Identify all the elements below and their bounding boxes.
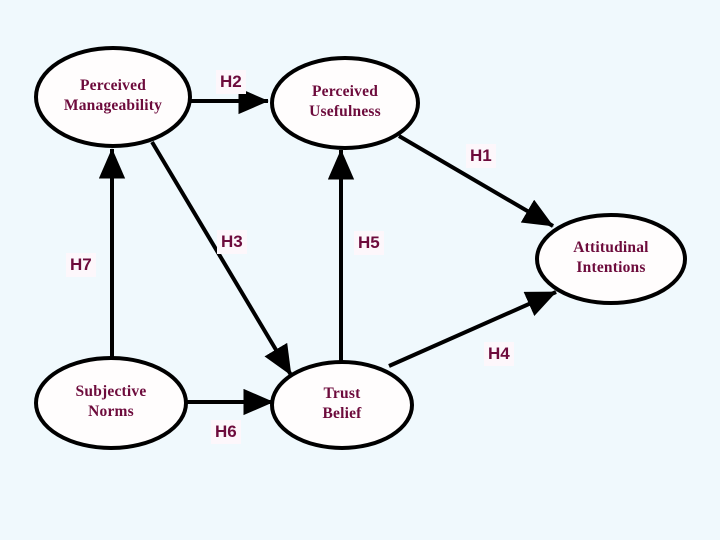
edge-label-h2: H2 [216,70,246,94]
edge-label-h3: H3 [217,230,247,254]
node-trust-belief[interactable] [270,360,414,450]
edge-h4-arrow [388,290,557,368]
node-subjective-norms[interactable] [34,356,188,450]
edge-h3-arrow [150,140,293,377]
edge-label-h1: H1 [466,144,496,168]
edge-label-h5: H5 [354,231,384,255]
node-perceived-usefulness[interactable] [270,56,420,150]
edge-h1-arrow [397,134,555,228]
edge-label-h7: H7 [66,253,96,277]
edge-label-h6: H6 [211,420,241,444]
node-attitudinal-intentions[interactable] [535,213,687,305]
edge-label-h4: H4 [484,342,514,366]
node-perceived-manageability[interactable] [34,46,192,148]
